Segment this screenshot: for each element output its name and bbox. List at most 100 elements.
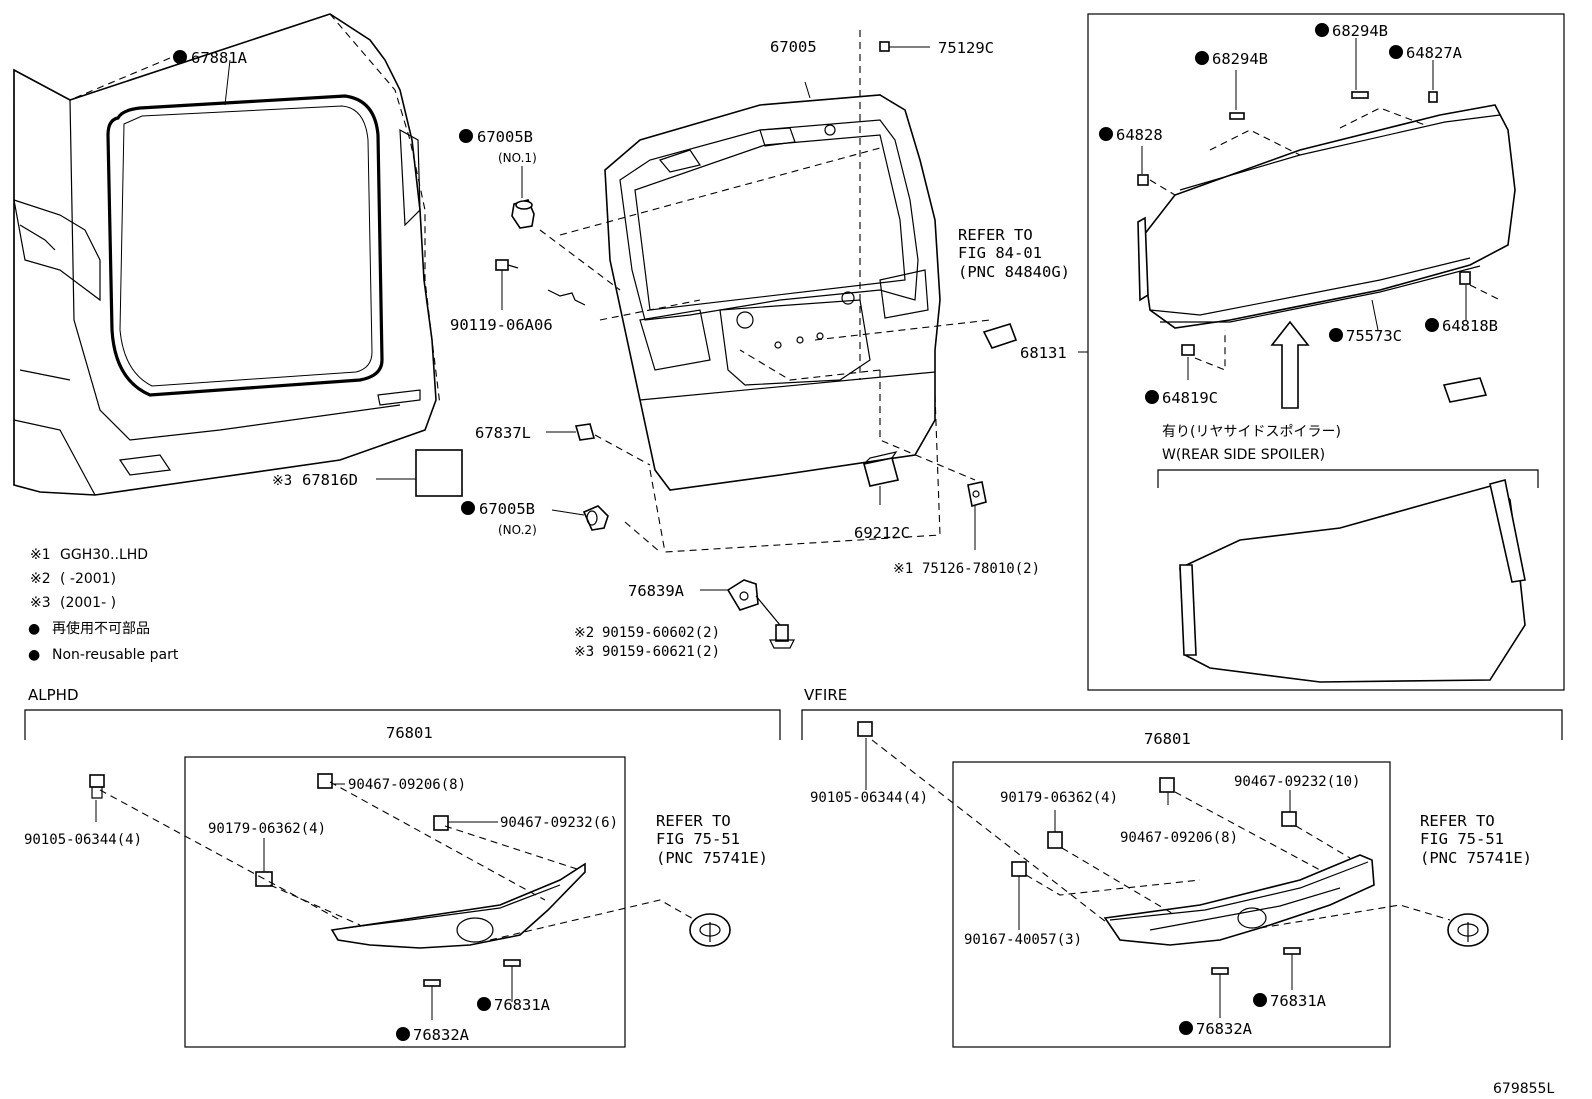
- non-reusable-dot-icon: [1099, 127, 1113, 141]
- note-mark-2: ※2: [30, 571, 51, 587]
- label-68294B-1: 68294B: [1212, 50, 1268, 68]
- label-90119-06A06: 90119-06A06: [450, 316, 553, 334]
- alphd-garnish-box: [184, 756, 626, 1048]
- clip-75126-icon: [967, 481, 987, 508]
- note-mark-4: ●: [28, 621, 40, 637]
- label-75573C: 75573C: [1346, 327, 1402, 345]
- non-reusable-dot-icon: [173, 50, 187, 64]
- section-vfire: VFIRE: [804, 686, 847, 704]
- label-67816D: 67816D: [302, 471, 358, 489]
- non-reusable-dot-icon: [396, 1027, 410, 1041]
- back-door-weatherstrip: [106, 94, 384, 397]
- label-75126-78010: 75126-78010(2): [922, 561, 1040, 577]
- screw-90159-icon: [755, 595, 795, 649]
- label-67837L: 67837L: [475, 424, 531, 442]
- label-67816D-icon: [415, 449, 463, 497]
- label-vfire-76832A: 76832A: [1196, 1020, 1253, 1038]
- note-text-4: 再使用不可部品: [52, 620, 150, 637]
- label-no2: (NO.2): [498, 523, 537, 537]
- label-vfire-refer-to: REFER TO: [1420, 812, 1495, 830]
- label-67005B-no2: 67005B: [479, 500, 535, 518]
- label-67005B-no1: 67005B: [477, 128, 533, 146]
- non-reusable-dot-icon: [1315, 23, 1329, 37]
- label-vfire-refer-fig: FIG 75-51: [1420, 830, 1504, 848]
- vfire-garnish-box: [952, 761, 1391, 1048]
- vfire-garnish-76801: [1103, 854, 1375, 946]
- label-alphd-90467-09206: 90467-09206(8): [348, 777, 466, 793]
- note-text-5: Non-reusable part: [52, 647, 179, 663]
- label-64819C: 64819C: [1162, 389, 1218, 407]
- alphd-emblem-icon: [689, 913, 731, 947]
- label-75129C: 75129C: [938, 39, 994, 57]
- label-mark3-b: ※3: [574, 644, 594, 660]
- non-reusable-dot-icon: [459, 129, 473, 143]
- label-76839A: 76839A: [628, 582, 685, 600]
- note-text-2: ( -2001): [60, 571, 116, 587]
- camera-76839A-icon: [726, 579, 759, 611]
- label-vfire-90167: 90167-40057(3): [964, 932, 1082, 948]
- label-refer-pnc-1: (PNC 84840G): [958, 263, 1070, 281]
- rear-spoiler-68131: [1137, 104, 1516, 329]
- label-spoiler-en: W(REAR SIDE SPOILER): [1162, 447, 1325, 463]
- non-reusable-dot-icon: [1425, 318, 1439, 332]
- cover-67837L-icon: [574, 423, 596, 441]
- non-reusable-dot-icon: [1145, 390, 1159, 404]
- label-90159-60602: 90159-60602(2): [602, 625, 720, 641]
- up-arrow-icon: [1270, 320, 1310, 409]
- notes-legend: ※1 GGH30..LHD ※2 ( -2001) ※3 (2001- ) ● …: [28, 547, 179, 663]
- label-alphd-90467-09232: 90467-09232(6): [500, 815, 618, 831]
- bolt-90119-icon: [495, 259, 586, 306]
- stopper-no1-icon: [511, 199, 535, 229]
- label-alphd-refer-pnc: (PNC 75741E): [656, 849, 768, 867]
- non-reusable-dot-icon: [477, 997, 491, 1011]
- leader-lines: [95, 38, 1467, 1020]
- label-spoiler-jp: 有り(リヤサイドスポイラー): [1162, 424, 1341, 440]
- non-reusable-dot-icon: [1179, 1021, 1193, 1035]
- non-reusable-dot-icon: [461, 501, 475, 515]
- figure-reference-code: 679855L: [1493, 1081, 1554, 1097]
- label-mark3: ※3: [272, 473, 292, 489]
- label-vfire-76831A: 76831A: [1270, 992, 1327, 1010]
- label-vfire-90105: 90105-06344(4): [810, 790, 928, 806]
- label-no1: (NO.1): [498, 151, 537, 165]
- label-90159-60621: 90159-60621(2): [602, 644, 720, 660]
- label-alphd-90179: 90179-06362(4): [208, 821, 326, 837]
- stop-lamp-69212C-icon: [863, 451, 899, 487]
- alphd-garnish-76801: [330, 862, 586, 949]
- section-alphd: ALPHD: [28, 686, 79, 704]
- label-67881A: 67881A: [191, 49, 248, 67]
- side-spoiler-panel: [1179, 479, 1526, 683]
- vfire-bracket: [801, 709, 1563, 740]
- stopper-no2-icon: [582, 505, 609, 531]
- note-mark-5: ●: [28, 647, 40, 663]
- label-refer-to-1: REFER TO: [958, 226, 1033, 244]
- label-69212C: 69212C: [854, 524, 910, 542]
- label-vfire-refer-pnc: (PNC 75741E): [1420, 849, 1532, 867]
- label-68294B-2: 68294B: [1332, 22, 1388, 40]
- note-mark-1: ※1: [30, 547, 51, 563]
- label-64827A: 64827A: [1406, 44, 1463, 62]
- non-reusable-dot-icon: [1253, 993, 1267, 1007]
- cap-75129C-icon: [879, 41, 890, 52]
- label-67005: 67005: [770, 38, 817, 56]
- note-mark-3: ※3: [30, 595, 51, 611]
- label-alphd-refer-fig: FIG 75-51: [656, 830, 740, 848]
- alphd-fasteners: [89, 773, 521, 987]
- label-alphd-76831A: 76831A: [494, 996, 551, 1014]
- label-vfire-90467-09206: 90467-09206(8): [1120, 830, 1238, 846]
- label-vfire-90467-09232: 90467-09232(10): [1234, 774, 1360, 790]
- vehicle-body-outline: [13, 13, 437, 496]
- handle-84840G-icon: [982, 323, 1018, 349]
- label-alphd-refer-to: REFER TO: [656, 812, 731, 830]
- non-reusable-dot-icon: [1329, 328, 1343, 342]
- label-mark2: ※2: [574, 625, 594, 641]
- note-text-3: (2001- ): [60, 595, 116, 611]
- note-text-1: GGH30..LHD: [60, 547, 148, 563]
- vfire-emblem-icon: [1447, 913, 1489, 947]
- label-vfire-76801: 76801: [1144, 730, 1191, 748]
- spoiler-clips: [1137, 91, 1488, 403]
- label-alphd-90105: 90105-06344(4): [24, 832, 142, 848]
- non-reusable-dot-icon: [1389, 45, 1403, 59]
- alphd-bracket: [24, 709, 781, 740]
